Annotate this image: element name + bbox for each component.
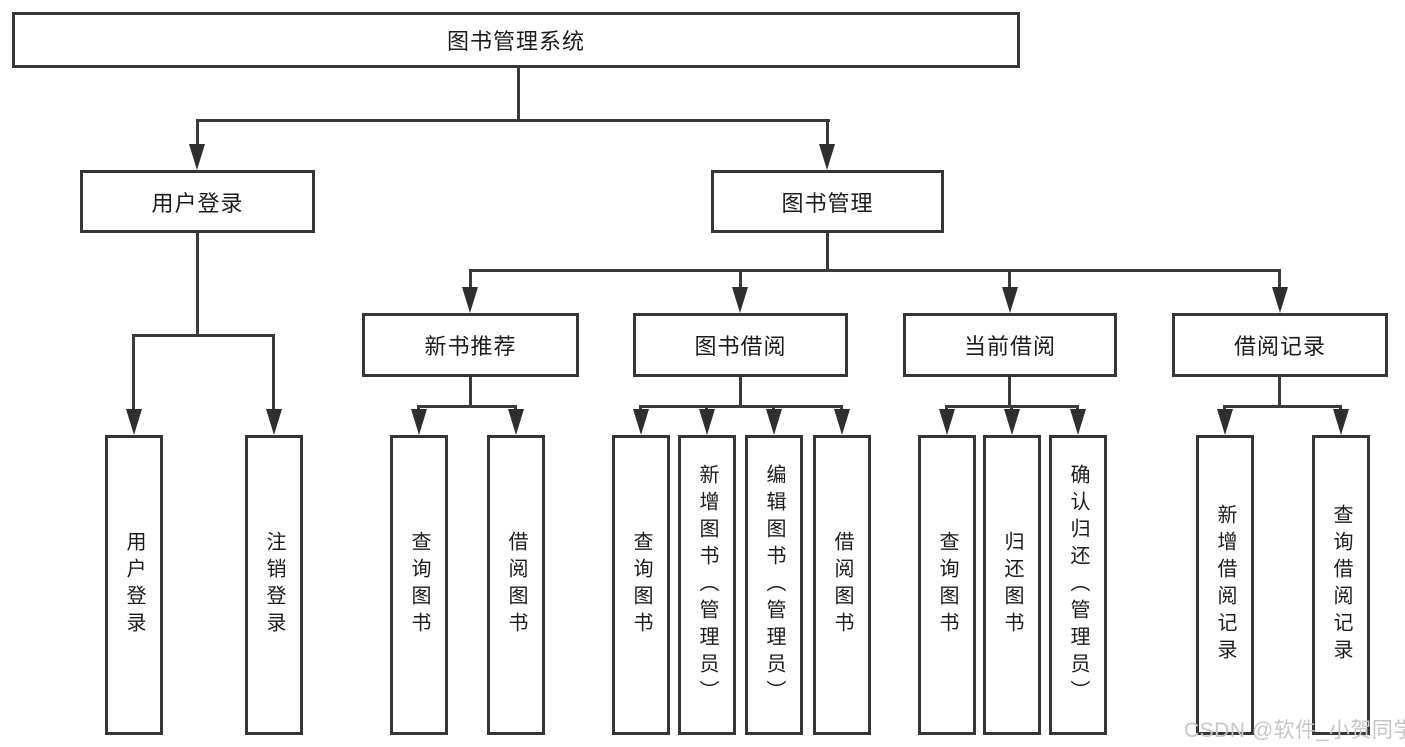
arrow-down-icon: [266, 409, 282, 435]
arrow-down-icon: [1333, 409, 1349, 435]
connector-line: [132, 334, 135, 412]
connector-line: [772, 405, 775, 412]
leaf-label: 新增借阅记录: [1214, 504, 1236, 666]
connector-line: [739, 377, 742, 408]
leaf-label: 借阅图书: [831, 531, 853, 639]
connector-line: [1010, 405, 1013, 412]
arrow-down-icon: [508, 409, 524, 435]
arrow-down-icon: [462, 287, 478, 313]
arrow-down-icon: [411, 409, 427, 435]
arrow-down-icon: [633, 409, 649, 435]
leaf-label: 新增图书（管理员）: [696, 463, 718, 707]
arrow-down-icon: [1217, 409, 1233, 435]
connector-line: [1076, 405, 1079, 412]
arrow-down-icon: [189, 144, 205, 170]
leaf-label: 查询图书: [408, 531, 430, 639]
watermark: CSDN @软件_小贺同学: [1184, 719, 1405, 742]
arrow-down-icon: [939, 409, 955, 435]
leaf-edit-books-admin: 编辑图书（管理员）: [745, 435, 803, 735]
connector-line: [840, 405, 843, 412]
leaf-add-borrow-record: 新增借阅记录: [1196, 435, 1254, 735]
connector-line: [739, 269, 742, 290]
arrow-down-icon: [819, 144, 835, 170]
leaf-confirm-return-admin: 确认归还（管理员）: [1049, 435, 1107, 735]
arrow-down-icon: [1002, 287, 1018, 313]
connector-line: [1339, 405, 1342, 412]
node-book-management: 图书管理: [711, 170, 944, 233]
arrow-down-icon: [126, 409, 142, 435]
connector-line: [1008, 377, 1011, 408]
connector-line: [196, 233, 199, 337]
node-root-library-system: 图书管理系统: [12, 12, 1020, 68]
node-label: 图书借阅: [694, 334, 787, 359]
node-label: 图书管理: [781, 190, 874, 216]
arrow-down-icon: [1272, 287, 1288, 313]
node-book-borrowing: 图书借阅: [633, 313, 848, 377]
arrow-down-icon: [732, 287, 748, 313]
node-current-borrowing: 当前借阅: [903, 313, 1117, 377]
connector-line: [1278, 269, 1281, 290]
connector-line: [417, 405, 517, 408]
connector-line: [196, 119, 199, 147]
connector-line: [826, 233, 829, 272]
connector-line: [639, 405, 843, 408]
arrow-down-icon: [1004, 409, 1020, 435]
connector-line: [945, 405, 948, 412]
connector-line: [1223, 405, 1226, 412]
connector-line: [826, 119, 829, 147]
leaf-label: 查询图书: [936, 531, 958, 639]
node-label: 用户登录: [151, 190, 244, 216]
node-label: 图书管理系统: [446, 29, 585, 54]
arrow-down-icon: [699, 409, 715, 435]
connector-line: [417, 405, 420, 412]
connector-line: [272, 334, 275, 412]
leaf-return-books: 归还图书: [983, 435, 1041, 735]
leaf-label: 查询借阅记录: [1330, 504, 1352, 666]
node-label: 借阅记录: [1233, 334, 1326, 359]
leaf-label: 确认归还（管理员）: [1067, 463, 1089, 707]
connector-line: [639, 405, 642, 412]
connector-line: [1223, 405, 1342, 408]
connector-line: [469, 377, 472, 408]
leaf-label: 用户登录: [123, 531, 145, 639]
arrow-down-icon: [766, 409, 782, 435]
arrow-down-icon: [1070, 409, 1086, 435]
leaf-add-books-admin: 新增图书（管理员）: [678, 435, 736, 735]
leaf-query-books-current: 查询图书: [918, 435, 976, 735]
connector-line: [517, 68, 520, 122]
leaf-borrow-books-recommend: 借阅图书: [487, 435, 545, 735]
node-new-book-recommend: 新书推荐: [362, 313, 579, 377]
leaf-label: 查询图书: [630, 531, 652, 639]
leaf-label: 借阅图书: [505, 531, 527, 639]
leaf-borrow-books: 借阅图书: [813, 435, 871, 735]
connector-line: [132, 334, 275, 337]
connector-line: [1278, 377, 1281, 408]
leaf-query-books-recommend: 查询图书: [390, 435, 448, 735]
leaf-logout: 注销登录: [245, 435, 303, 735]
connector-line: [196, 119, 830, 122]
arrow-down-icon: [834, 409, 850, 435]
leaf-query-borrow-record: 查询借阅记录: [1312, 435, 1370, 735]
node-user-login: 用户登录: [80, 170, 315, 233]
connector-line: [705, 405, 708, 412]
connector-line: [469, 269, 472, 290]
node-borrowing-records: 借阅记录: [1172, 313, 1388, 377]
node-label: 当前借阅: [963, 334, 1056, 359]
leaf-label: 归还图书: [1001, 531, 1023, 639]
connector-line: [1008, 269, 1011, 290]
leaf-query-books-borrowing: 查询图书: [612, 435, 670, 735]
leaf-user-login: 用户登录: [105, 435, 163, 735]
leaf-label: 注销登录: [263, 531, 285, 639]
connector-line: [469, 269, 1281, 272]
connector-line: [514, 405, 517, 412]
node-label: 新书推荐: [424, 334, 517, 359]
leaf-label: 编辑图书（管理员）: [763, 463, 785, 707]
